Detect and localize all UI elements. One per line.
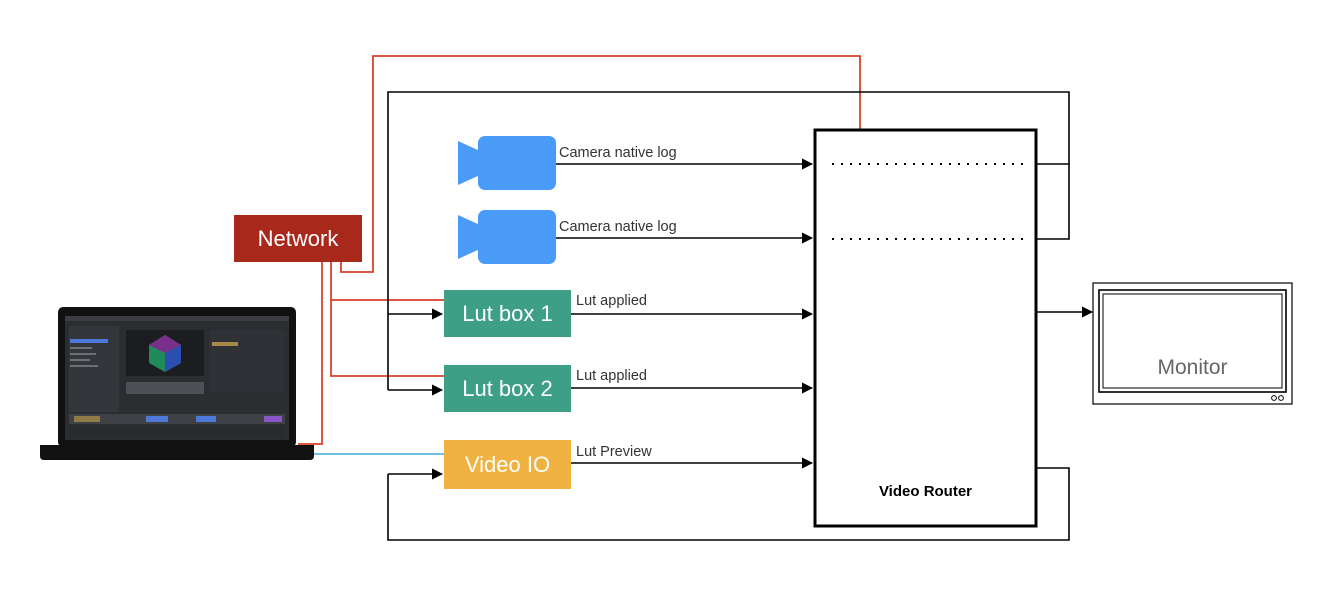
videoio-node: Video IO: [444, 440, 571, 489]
network-to-lutbox2-line: [330, 300, 444, 377]
edge-label-camera1: Camera native log: [559, 145, 677, 161]
video-router-box: [813, 128, 1038, 528]
network-node-label: Network: [257, 225, 339, 251]
network-node: Network: [234, 215, 362, 262]
videoio-node-label: Video IO: [464, 451, 551, 477]
edge-label-preview: Lut Preview: [576, 444, 652, 460]
monitor-icon: [1092, 282, 1293, 405]
video-router-label: Video Router: [878, 483, 973, 500]
lutbox2-node-label: Lut box 2: [462, 375, 553, 401]
edge-label-lut1: Lut applied: [576, 293, 647, 309]
network-to-laptop-line: [298, 262, 323, 445]
network-to-router-line: [340, 55, 861, 273]
lutbox1-node: Lut box 1: [444, 290, 571, 337]
edge-label-lut2: Lut applied: [576, 368, 647, 384]
video-camera-icon: [458, 210, 556, 264]
router-loop-top-line: [387, 91, 1070, 390]
signal-lines: [387, 91, 1094, 541]
lutbox1-node-label: Lut box 1: [462, 300, 553, 326]
lutbox2-node: Lut box 2: [444, 365, 571, 412]
video-camera-icon: [458, 136, 556, 190]
laptop-icon: [40, 307, 314, 460]
router-loop-mid-line: [1036, 164, 1070, 240]
edge-label-camera2: Camera native log: [559, 219, 677, 235]
monitor-label: Monitor: [1157, 356, 1228, 379]
router-loop-bottom-line: [387, 467, 1070, 541]
network-lines: [298, 55, 861, 445]
